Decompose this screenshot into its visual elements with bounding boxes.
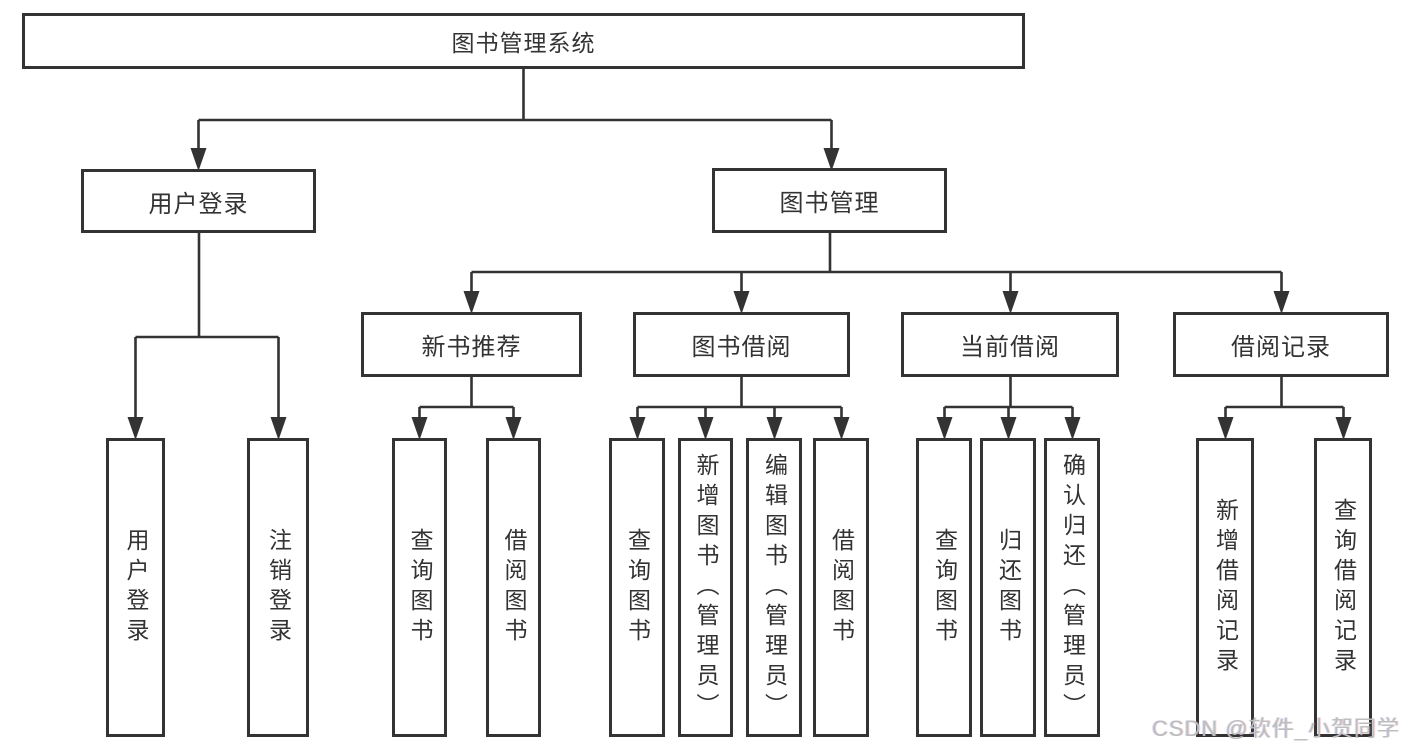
node-borrow-records-label: 借阅记录 [1231,334,1331,361]
node-leaf-borrow-query: 查询图书 [609,438,665,737]
node-current-borrow: 当前借阅 [901,312,1119,377]
node-leaf-current-confirm: 确认归还（管理员） [1044,438,1100,737]
node-new-books-label: 新书推荐 [421,334,522,361]
node-leaf-newbooks-query-label: 查询图书 [407,527,433,648]
node-leaf-borrow-add: 新增图书（管理员） [678,438,733,737]
connector-current-borrow [936,377,1081,440]
connector-new-books [411,377,522,440]
connector-borrow-records [1217,377,1352,440]
node-leaf-borrow-borrow-label: 借阅图书 [828,527,855,648]
node-leaf-records-query: 查询借阅记录 [1314,438,1372,737]
node-root-label: 图书管理系统 [451,30,596,56]
node-root: 图书管理系统 [22,13,1025,69]
node-leaf-borrow-edit: 编辑图书（管理员） [746,438,802,737]
node-leaf-borrow-borrow: 借阅图书 [813,438,869,737]
node-book-mgmt-label: 图书管理 [779,190,880,217]
node-leaf-current-return: 归还图书 [980,438,1036,737]
node-leaf-borrow-edit-label: 编辑图书（管理员） [761,452,788,723]
node-leaf-newbooks-borrow: 借阅图书 [486,438,541,737]
node-leaf-records-add: 新增借阅记录 [1196,438,1254,737]
node-leaf-user-login: 用户登录 [106,438,165,737]
node-leaf-current-return-label: 归还图书 [995,527,1022,648]
node-leaf-records-query-label: 查询借阅记录 [1330,497,1357,678]
node-current-borrow-label: 当前借阅 [960,334,1060,361]
node-leaf-borrow-add-label: 新增图书（管理员） [693,452,719,723]
node-leaf-records-add-label: 新增借阅记录 [1212,497,1239,678]
node-leaf-current-query: 查询图书 [916,438,972,737]
node-leaf-newbooks-query: 查询图书 [392,438,447,737]
node-user-login: 用户登录 [81,169,316,233]
node-leaf-current-query-label: 查询图书 [931,527,958,648]
watermark: CSDN @软件_小贺同学 [1151,716,1400,741]
node-user-login-label: 用户登录 [148,190,249,218]
node-leaf-logout: 注销登录 [247,438,309,737]
node-book-borrow-label: 图书借阅 [691,334,792,361]
node-leaf-logout-label: 注销登录 [265,527,292,648]
node-leaf-current-confirm-label: 确认归还（管理员） [1059,452,1086,723]
node-leaf-user-login-label: 用户登录 [123,527,149,648]
connector-book-borrow [629,377,850,440]
node-book-mgmt: 图书管理 [712,168,947,233]
node-leaf-newbooks-borrow-label: 借阅图书 [501,527,527,648]
connector-book-mgmt [463,233,1290,314]
node-new-books: 新书推荐 [361,312,582,377]
node-leaf-borrow-query-label: 查询图书 [624,527,651,648]
connector-user-login [127,233,287,440]
connector-root [190,69,840,171]
node-book-borrow: 图书借阅 [633,312,850,377]
node-borrow-records: 借阅记录 [1173,312,1389,377]
